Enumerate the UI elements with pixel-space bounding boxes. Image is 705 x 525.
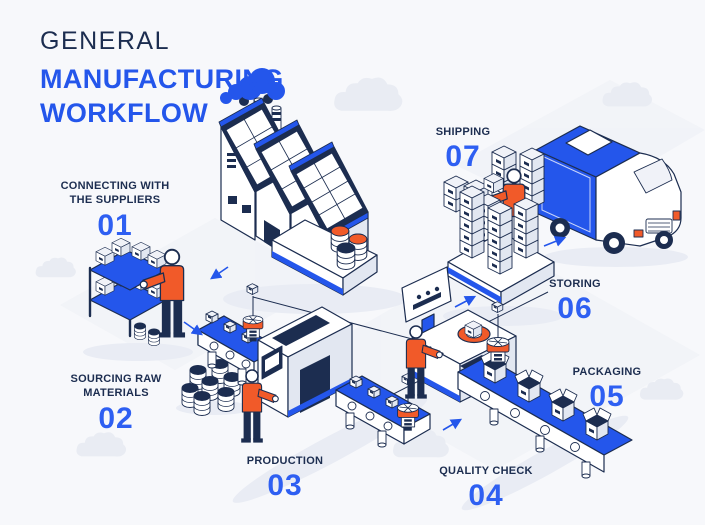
supplier-shelf-icon <box>88 237 186 346</box>
step-03-number: 03 <box>267 469 303 503</box>
smoke-icon <box>220 68 285 106</box>
step-03: PRODUCTION 03 <box>205 454 365 503</box>
step-02-number: 02 <box>98 401 134 435</box>
step-01-label: CONNECTING WITH THE SUPPLIERS <box>60 180 170 207</box>
step-06-number: 06 <box>557 292 593 326</box>
title-line-workflow: WORKFLOW <box>40 98 209 128</box>
production-machine-icon <box>257 306 353 418</box>
title-line-general: GENERAL <box>40 27 170 55</box>
step-05-label: PACKAGING <box>572 366 642 378</box>
flow-arrow-icon <box>183 321 203 336</box>
cloud-icon <box>35 257 76 278</box>
packaging-conveyor-icon <box>457 301 633 479</box>
step-07-number: 07 <box>445 140 481 174</box>
step-04: QUALITY CHECK 04 <box>406 464 566 513</box>
step-03-label: PRODUCTION <box>246 455 324 467</box>
flow-arrows <box>183 236 567 431</box>
cloud-icon <box>76 432 127 457</box>
step-06-label: STORING <box>549 278 601 290</box>
flow-arrow-icon <box>210 266 229 280</box>
step-07-label: SHIPPING <box>435 126 491 138</box>
step-04-label: QUALITY CHECK <box>439 465 533 477</box>
flow-arrow-icon <box>454 295 477 308</box>
delivery-truck-icon <box>535 125 682 254</box>
flow-arrow-icon <box>442 418 463 431</box>
step-01: CONNECTING WITH THE SUPPLIERS 01 <box>35 179 195 243</box>
step-05-number: 05 <box>589 380 625 414</box>
storage-pallet-icon <box>447 185 555 307</box>
step-02-label: SOURCING RAW MATERIALS <box>70 373 162 400</box>
cloud-icon <box>334 77 403 111</box>
flow-arrow-icon <box>543 236 567 247</box>
step-05: PACKAGING 05 <box>527 365 687 414</box>
factory-roof <box>218 97 369 237</box>
title-line-manufacturing: MANUFACTURING <box>40 64 284 95</box>
hanging-tool-icon <box>486 301 510 367</box>
factory-icon <box>218 68 378 296</box>
step-04-number: 04 <box>468 479 504 513</box>
hanging-tool-icon <box>242 283 264 342</box>
step-01-number: 01 <box>97 208 133 242</box>
step-02: SOURCING RAW MATERIALS 02 <box>36 372 196 436</box>
page-title: GENERAL MANUFACTURING WORKFLOW <box>40 26 284 131</box>
step-06: STORING 06 <box>495 277 655 326</box>
production-line-icon <box>197 283 431 448</box>
step-07: SHIPPING 07 <box>383 125 543 174</box>
